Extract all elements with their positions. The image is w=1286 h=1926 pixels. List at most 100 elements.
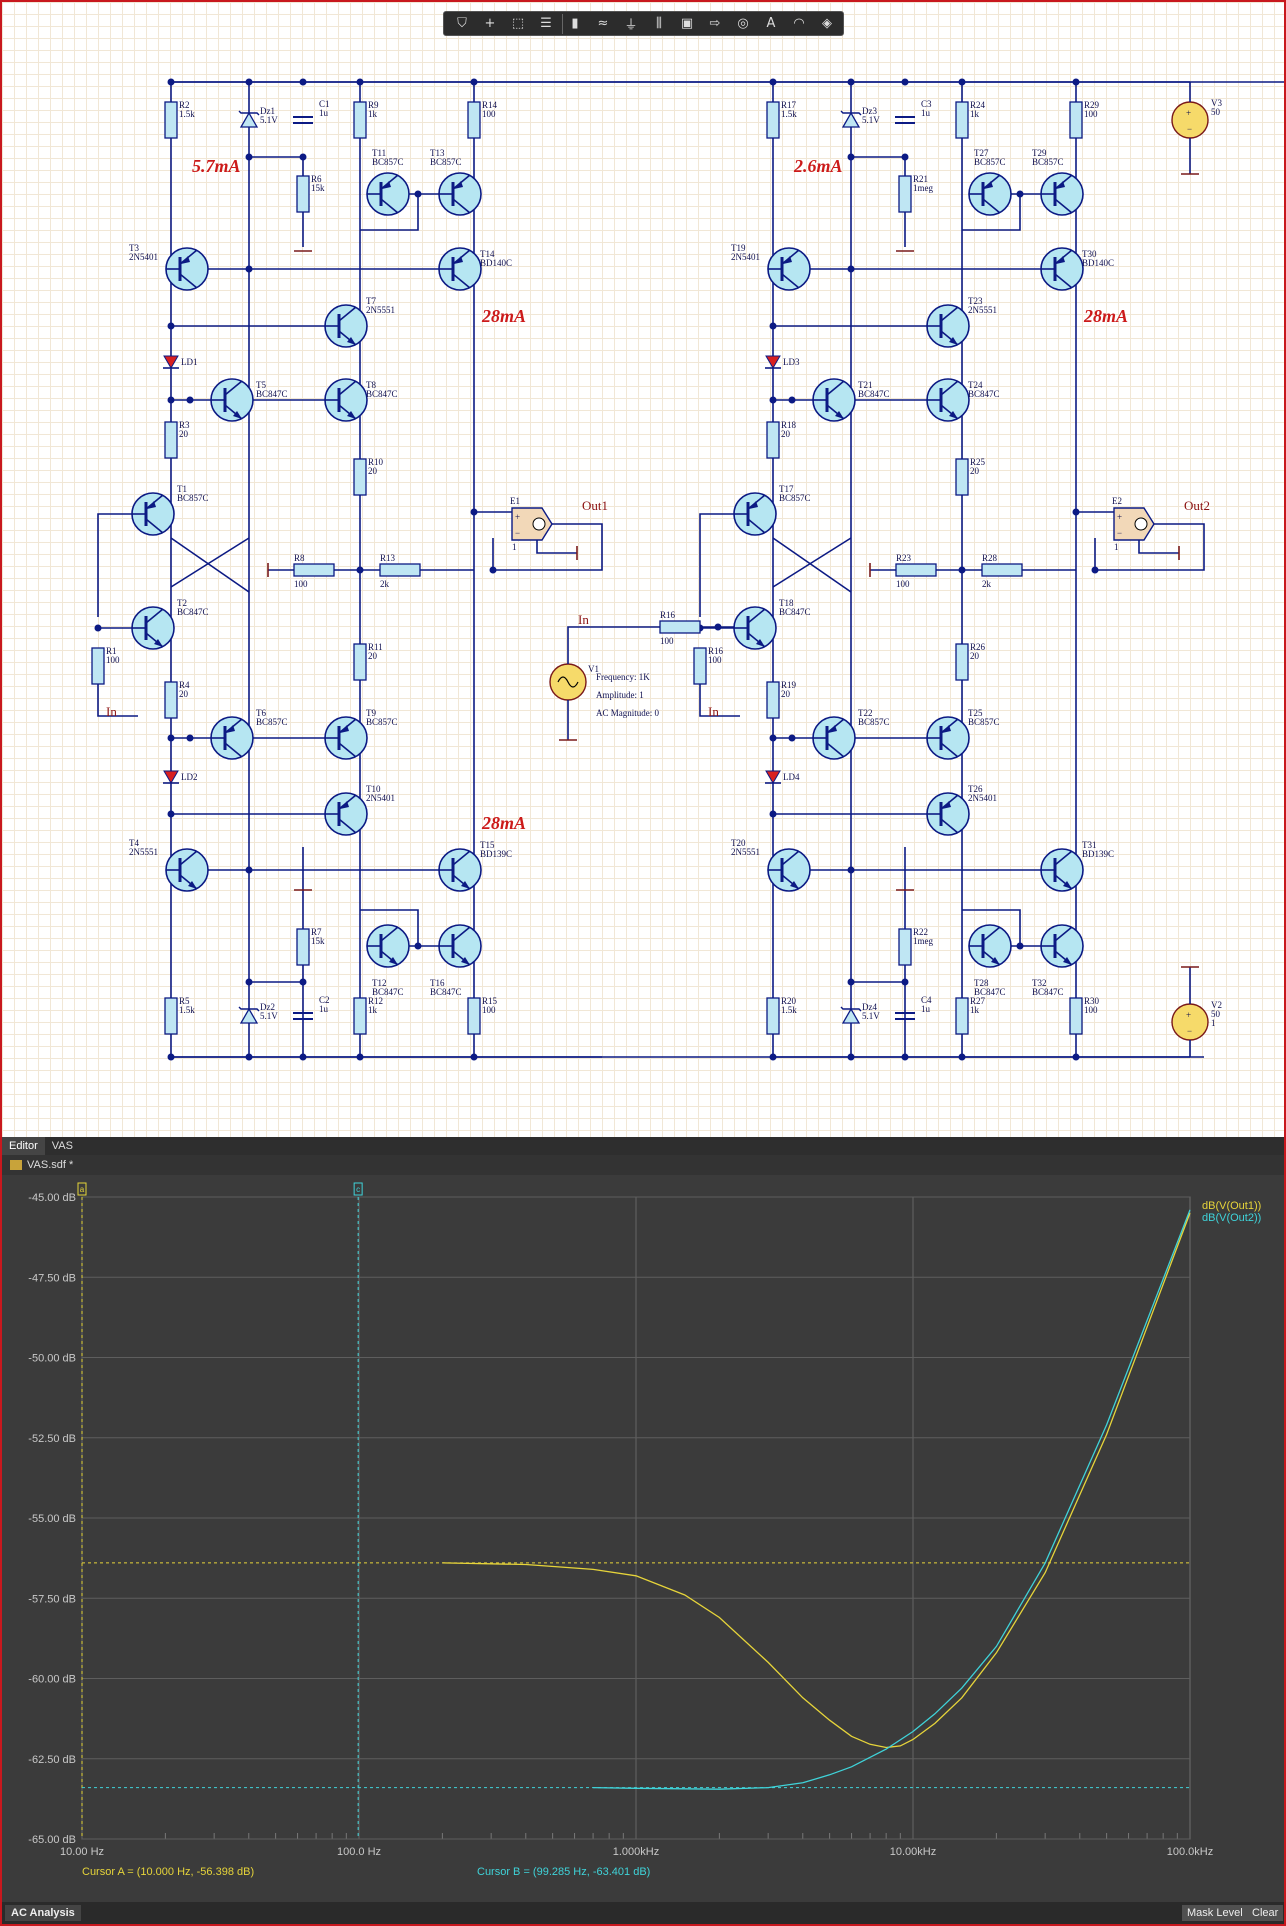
junction-dot: [245, 978, 253, 986]
wire: [97, 684, 138, 717]
net-label-out: Out2: [1184, 498, 1210, 513]
wire: [170, 537, 250, 593]
component-name: LD3: [783, 357, 800, 367]
current-annotation: 28mA: [481, 813, 526, 833]
crosshair-icon[interactable]: +: [484, 16, 496, 31]
resistor: [467, 997, 481, 1035]
bus-icon[interactable]: ⫼: [656, 16, 662, 31]
wire: [452, 273, 471, 289]
junction-dot: [245, 153, 253, 161]
component-name: T2: [177, 598, 187, 608]
legend-entry: dB(V(Out2)): [1202, 1212, 1261, 1224]
ground-icon[interactable]: ⏚: [624, 18, 638, 33]
port-icon[interactable]: ⇨: [709, 16, 721, 31]
resistor: [353, 101, 367, 139]
panel-tabs: Editor VAS: [2, 1137, 1284, 1155]
component-name: V1: [588, 664, 599, 674]
pin-number: 1: [512, 542, 517, 552]
ac-analysis-plot[interactable]: -45.00 dB-47.50 dB-50.00 dB-52.50 dB-55.…: [2, 1175, 1284, 1902]
led: [163, 355, 179, 369]
component-value: BD140C: [480, 258, 512, 268]
current-annotation: 28mA: [1083, 306, 1128, 326]
component-value: 1u: [921, 108, 931, 118]
resistor: [898, 928, 912, 966]
wire: [781, 273, 800, 289]
resistor: [164, 421, 178, 459]
wire: [982, 198, 1001, 214]
cursor-a-handle[interactable]: [77, 1182, 87, 1196]
component-name: T12: [372, 978, 387, 988]
component-value: BC847C: [372, 987, 404, 997]
component-value: 100: [106, 655, 120, 665]
component-value: BD140C: [1082, 258, 1114, 268]
component-value: 2N5551: [968, 305, 997, 315]
component-value: 5.1V: [862, 1011, 880, 1021]
net-label-in: In: [578, 612, 589, 627]
component-value: 2k: [982, 579, 992, 589]
component-value: BC847C: [974, 987, 1006, 997]
component-value: 20: [368, 651, 378, 661]
emitter-arrow: [1056, 181, 1065, 189]
text-icon[interactable]: A: [766, 16, 776, 31]
emitter-arrow: [991, 957, 1000, 965]
component-name: T10: [366, 784, 381, 794]
component-value: 2N5551: [129, 847, 158, 857]
resistor: [164, 681, 178, 719]
series-line-2: [593, 1209, 1191, 1790]
y-tick-label: -60.00 dB: [28, 1674, 76, 1686]
mask-level-button[interactable]: Mask Level: [1182, 1905, 1248, 1921]
wire: [338, 742, 357, 758]
cursor-b-handle[interactable]: [353, 1182, 363, 1196]
wire: [840, 110, 862, 116]
file-tab[interactable]: VAS.sdf *: [2, 1155, 1284, 1175]
junction-dot: [714, 623, 722, 631]
component-name: C1: [319, 99, 330, 109]
probe-icon[interactable]: ◎: [737, 16, 749, 31]
align-icon[interactable]: ☰: [540, 16, 552, 31]
resistor: [659, 620, 701, 634]
select-rect-icon[interactable]: ⬚: [511, 16, 525, 31]
plus-sign: +: [1186, 108, 1191, 118]
junction-dot: [1072, 508, 1080, 516]
filter-icon[interactable]: ⛉: [457, 16, 467, 31]
junction-dot: [769, 322, 777, 330]
wire: [940, 306, 959, 322]
component-name: R3: [179, 420, 190, 430]
component-value: BC857C: [974, 157, 1006, 167]
wire: [1054, 926, 1073, 942]
chip-icon[interactable]: ▣: [680, 16, 694, 31]
wire: [567, 626, 678, 664]
tab-vas[interactable]: VAS: [51, 1140, 73, 1152]
cursor-a-readout: Cursor A = (10.000 Hz, -56.398 dB): [82, 1866, 254, 1878]
component-name: T3: [129, 243, 139, 253]
component-value: 2N5401: [731, 252, 760, 262]
wire: [97, 513, 132, 617]
wire: [962, 194, 1021, 231]
wire-icon[interactable]: ≈: [597, 16, 609, 31]
component-name: R9: [368, 100, 379, 110]
component-name: R20: [781, 996, 797, 1006]
component-name: R13: [380, 553, 396, 563]
emitter-arrow: [461, 881, 470, 889]
component-name: T19: [731, 243, 746, 253]
minus-sign: −: [1187, 1026, 1192, 1036]
component-name: T29: [1032, 148, 1047, 158]
wire: [940, 380, 959, 396]
simulation-panel: Editor VAS VAS.sdf * -45.00 dB-47.50 dB-…: [2, 1137, 1284, 1924]
y-tick-label: -47.50 dB: [28, 1272, 76, 1284]
clear-button[interactable]: Clear: [1247, 1905, 1284, 1921]
component-name: T9: [366, 708, 376, 718]
marker-icon[interactable]: ◈: [822, 16, 832, 31]
component-icon[interactable]: ▮: [562, 13, 587, 34]
arc-icon[interactable]: ◠: [793, 16, 805, 31]
component-name: LD1: [181, 357, 198, 367]
analysis-label[interactable]: AC Analysis: [5, 1905, 81, 1921]
resistor: [379, 563, 421, 577]
component-name: R27: [970, 996, 986, 1006]
zener-diode: [841, 111, 861, 128]
component-name: T5: [256, 380, 266, 390]
component-value: 20: [179, 429, 189, 439]
tab-editor[interactable]: Editor: [2, 1137, 45, 1155]
